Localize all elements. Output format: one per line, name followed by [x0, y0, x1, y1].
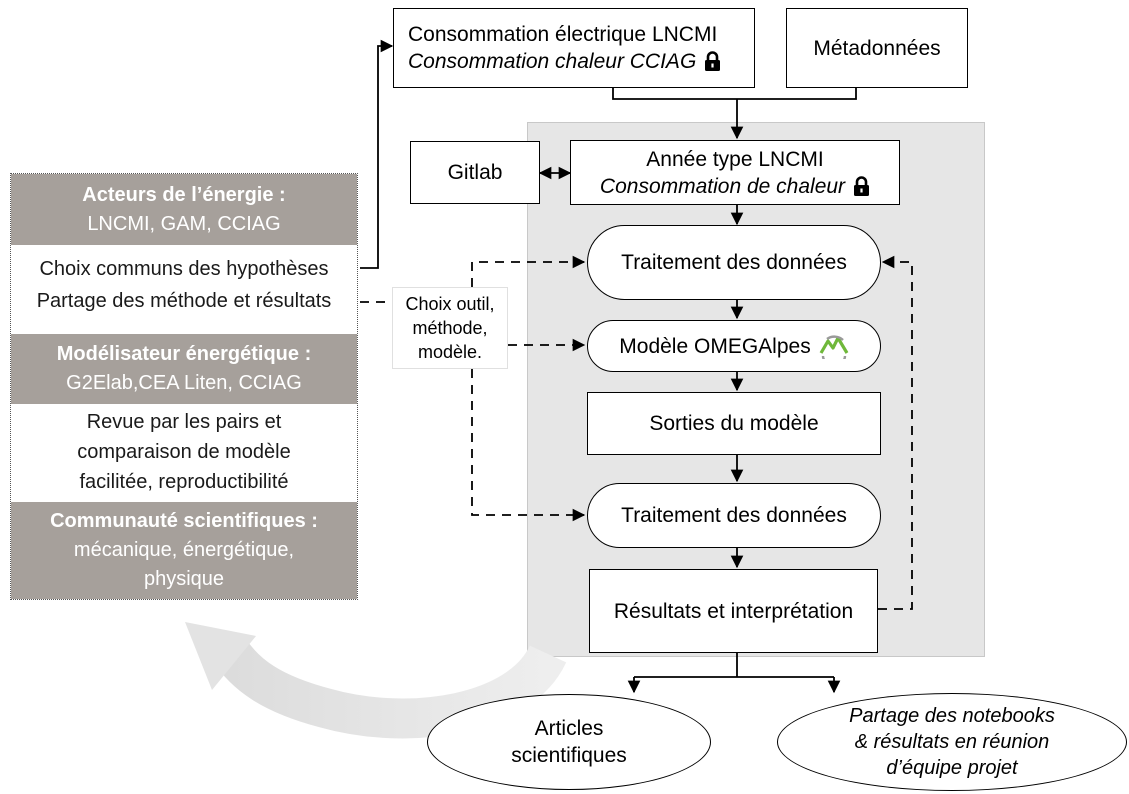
articles-label-line1: Articles	[534, 717, 604, 740]
acteurs-energie-title: Acteurs de l’énergie :	[82, 183, 286, 206]
metadata-label: Métadonnées	[813, 36, 941, 60]
communaute-members-line2: physique	[143, 568, 225, 590]
traitement-donnees-label-2: Traitement des données	[621, 504, 847, 527]
consommation-box: Consommation électrique LNCMI Consommati…	[393, 8, 755, 88]
acteurs-energie-header: Acteurs de l’énergie : LNCMI, GAM, CCIAG	[11, 174, 357, 245]
modelisateur-role-line3: facilitée, reproductibilité	[79, 471, 289, 493]
curved-feedback-arrow	[185, 622, 567, 739]
articles-scientifiques-output: Articles scientifiques	[427, 694, 711, 790]
traitement-donnees-step-2: Traitement des données	[587, 483, 881, 548]
modelisateur-title: Modélisateur énergétique :	[56, 343, 312, 365]
choix-note-line1: Choix outil,	[405, 294, 495, 314]
partage-label-line3: d’équipe projet	[886, 757, 1018, 779]
traitement-donnees-step-1: Traitement des données	[587, 225, 881, 300]
modelisateur-members: G2Elab,CEA Liten, CCIAG	[66, 372, 302, 394]
annee-type-box: Année type LNCMI Consommation de chaleur	[570, 140, 900, 205]
acteurs-role-line2: Partage des méthode et résultats	[36, 290, 332, 312]
communaute-header: Communauté scientifiques : mécanique, én…	[11, 502, 357, 599]
partage-label-line1: Partage des notebooks	[849, 705, 1055, 727]
resultats-label: Résultats et interprétation	[613, 599, 854, 623]
process-panel	[527, 122, 985, 657]
articles-label-line2: scientifiques	[511, 744, 627, 767]
partage-label-line2: & résultats en réunion	[854, 731, 1050, 753]
modelisateur-roles: Revue par les pairs et comparaison de mo…	[11, 406, 357, 498]
consommation-de-chaleur-label: Consommation de chaleur	[599, 174, 846, 198]
modelisateur-role-line1: Revue par les pairs et	[86, 411, 282, 433]
acteurs-role-line1: Choix communs des hypothèses	[39, 258, 329, 280]
choix-note-line2: méthode,	[412, 318, 488, 338]
metadata-box: Métadonnées	[786, 8, 968, 88]
omegalpes-model-label: Modèle OMEGAlpes	[619, 334, 811, 358]
acteurs-energie-roles: Choix communs des hypothèses Partage des…	[11, 249, 357, 321]
modelisateur-role-line2: comparaison de modèle	[77, 441, 291, 463]
stakeholders-panel: Acteurs de l’énergie : LNCMI, GAM, CCIAG…	[10, 173, 358, 600]
omegalpes-model-step: Modèle OMEGAlpes	[587, 320, 881, 372]
omegalpes-logo-icon	[819, 335, 849, 359]
lock-icon	[854, 175, 870, 196]
traitement-donnees-label-1: Traitement des données	[621, 251, 847, 274]
annee-type-label: Année type LNCMI	[646, 147, 824, 171]
modelisateur-header: Modélisateur énergétique : G2Elab,CEA Li…	[11, 334, 357, 404]
gitlab-box: Gitlab	[410, 141, 540, 204]
consommation-electrique-label: Consommation électrique LNCMI	[408, 23, 718, 46]
choix-outil-note: Choix outil, méthode, modèle.	[392, 287, 508, 369]
gitlab-label: Gitlab	[447, 161, 503, 184]
sorties-modele-label: Sorties du modèle	[649, 412, 819, 435]
consommation-chaleur-label: Consommation chaleur CCIAG	[408, 50, 697, 73]
lock-icon	[705, 51, 721, 71]
sorties-modele-step: Sorties du modèle	[587, 392, 881, 455]
partage-notebooks-output: Partage des notebooks & résultats en réu…	[777, 693, 1127, 791]
communaute-title: Communauté scientifiques :	[50, 510, 318, 532]
resultats-step: Résultats et interprétation	[589, 569, 878, 653]
communaute-members-line1: mécanique, énergétique,	[73, 539, 295, 561]
choix-note-line3: modèle.	[417, 342, 483, 362]
acteurs-energie-members: LNCMI, GAM, CCIAG	[87, 212, 281, 235]
